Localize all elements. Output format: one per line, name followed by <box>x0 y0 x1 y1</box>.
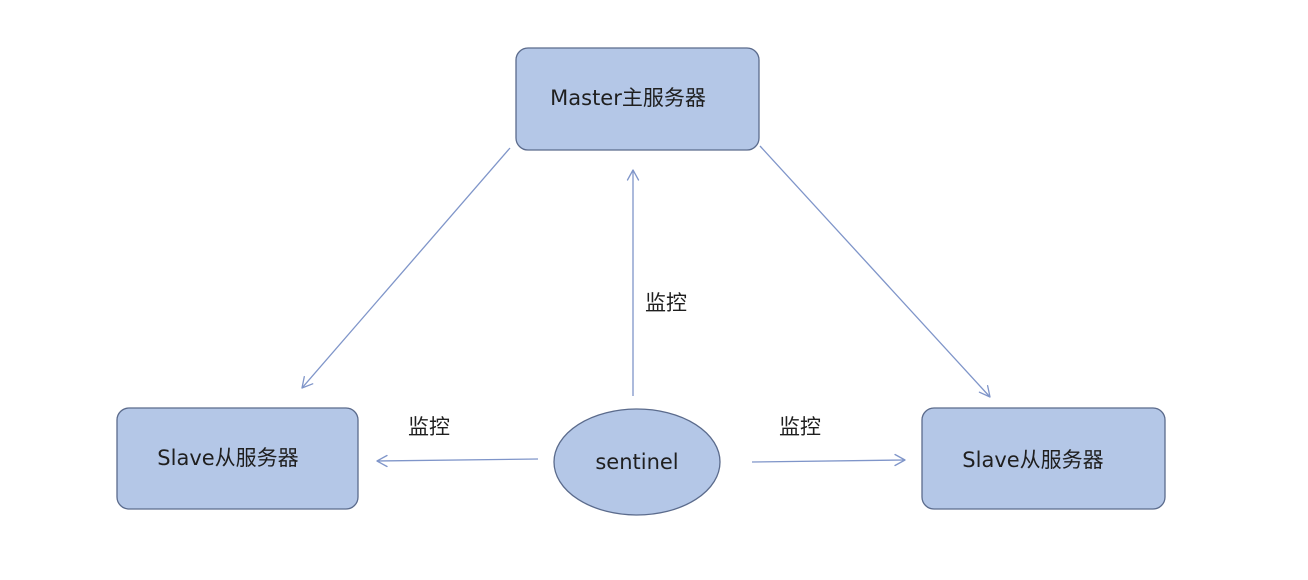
sentinel-to-master-arrow <box>626 169 640 396</box>
sentinel-to-master-arrowhead <box>626 169 640 181</box>
slave-right-node: Slave从服务器 <box>921 407 1166 510</box>
sentinel-node-ellipse <box>553 408 721 516</box>
slave-right-node-label: Slave从服务器 <box>962 448 1103 472</box>
slave-left-node: Slave从服务器 <box>116 407 359 510</box>
slave-left-node-box <box>116 407 359 510</box>
sentinel-to-slave-left-arrowhead <box>376 454 388 468</box>
sentinel-to-slave-right-arrow <box>751 453 906 467</box>
monitor-left-label: 监控 <box>408 415 450 439</box>
master-node-label: Master主服务器 <box>550 86 706 110</box>
monitor-right-label: 监控 <box>779 415 821 439</box>
master-to-slave-right-arrowhead <box>978 384 991 398</box>
master-to-slave-left-line <box>301 147 511 389</box>
master-node-box <box>515 47 760 151</box>
master-node: Master主服务器 <box>515 47 760 151</box>
sentinel-to-slave-right-arrowhead <box>894 453 906 467</box>
sentinel-to-slave-left-arrow <box>376 454 539 468</box>
master-to-slave-left-arrow <box>301 147 511 389</box>
sentinel-node: sentinel <box>553 408 721 516</box>
master-to-slave-right-arrow <box>759 145 991 398</box>
master-to-slave-right-line <box>759 145 991 398</box>
monitor-up-label: 监控 <box>645 291 687 315</box>
slave-left-node-label: Slave从服务器 <box>157 446 298 470</box>
sentinel-to-slave-right-line <box>751 459 906 463</box>
master-to-slave-left-arrowhead <box>301 375 314 389</box>
slave-right-node-box <box>921 407 1166 510</box>
sentinel-to-slave-left-line <box>376 458 539 462</box>
sentinel-node-label: sentinel <box>595 450 678 474</box>
